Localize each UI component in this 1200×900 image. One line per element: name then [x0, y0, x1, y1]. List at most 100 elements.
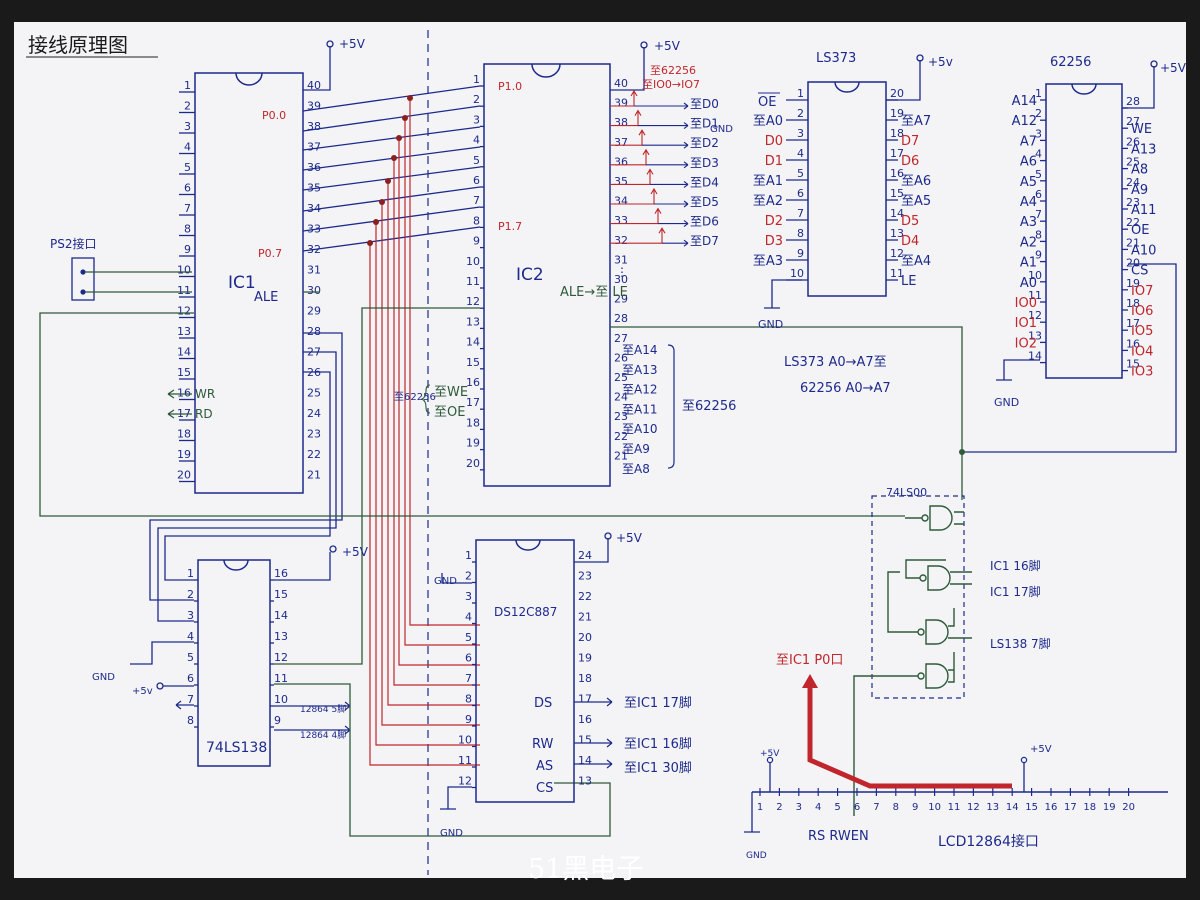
pin-number: 35	[614, 175, 628, 188]
pin-number: 21	[578, 611, 592, 624]
pin-number: 28	[1126, 95, 1140, 108]
ds-gnd-bot: GND	[440, 828, 463, 839]
pin-label: A13	[1131, 142, 1156, 157]
pin-number: 5	[473, 154, 480, 167]
pin-label: D7	[901, 134, 919, 149]
pin-label: OE	[1131, 223, 1149, 238]
pin-number: 5	[465, 631, 472, 644]
pin-number: 21	[614, 449, 628, 462]
pin-number: 28	[307, 325, 321, 338]
ic2-vcc-label: +5V	[654, 39, 681, 53]
pin-number: 12	[890, 247, 904, 260]
pin-label: A9	[1131, 183, 1148, 198]
pin-number: 22	[614, 430, 628, 443]
ic2-we-label: 至WE	[434, 385, 468, 400]
ls373-gnd: GND	[758, 318, 783, 331]
pin-number: 27	[1126, 115, 1140, 128]
lcd-pin-number: 3	[796, 802, 802, 813]
pin-number: 4	[473, 134, 480, 147]
pin-number: 6	[1035, 188, 1042, 201]
lcd-pin-number: 5	[834, 802, 840, 813]
ic1-label: IC1	[228, 273, 256, 293]
ic2-data-label: 至D0	[690, 97, 719, 111]
pin-number: 7	[187, 693, 194, 706]
pin-number: 25	[307, 387, 321, 400]
pin-number: 17	[1126, 317, 1140, 330]
lcd-pin-number: 20	[1122, 802, 1135, 813]
pin-number: 24	[1126, 176, 1140, 189]
pin-number: 2	[1035, 107, 1042, 120]
pin-number: 3	[1035, 127, 1042, 140]
pin-number: 22	[578, 590, 592, 603]
pin-number: 13	[578, 775, 592, 788]
pin-number: 1	[465, 549, 472, 562]
pin-number: 2	[473, 93, 480, 106]
pin-number: 11	[274, 672, 288, 685]
ds-to-30: 至IC1 30脚	[624, 760, 692, 776]
pin-number: 4	[797, 147, 804, 160]
ls373-oe: OE	[758, 95, 776, 110]
pin-number: 16	[466, 376, 480, 389]
pin-number: 10	[466, 255, 480, 268]
ls00-in2: IC1 17脚	[990, 584, 1041, 599]
pin-number: 6	[473, 174, 480, 187]
pin-number: 16	[890, 167, 904, 180]
pin-label: A8	[1131, 163, 1148, 178]
ls373-note1: LS373 A0→A7至	[784, 355, 887, 370]
pin-label: IO0	[1015, 296, 1037, 311]
pin-number: 15	[274, 588, 288, 601]
pin-number: 36	[307, 161, 321, 174]
pin-number: 34	[307, 202, 321, 215]
pin-label: A6	[1020, 155, 1037, 170]
pin-number: 8	[1035, 228, 1042, 241]
data-line	[646, 161, 689, 169]
pin-number: 29	[614, 293, 628, 306]
pin-number: 19	[466, 437, 480, 450]
ls00-chip: 74LS00 IC1 16脚 IC1 17脚 LS138 7脚	[853, 486, 1051, 816]
lcd-pin-number: 10	[928, 802, 941, 813]
data-line	[638, 122, 689, 130]
pin-number: 17	[466, 396, 480, 409]
ram-left-pins: 1A142A123A74A65A56A47A38A29A110A011IO012…	[1012, 87, 1046, 364]
pin-number: 18	[466, 416, 480, 429]
ds-as-label: AS	[536, 759, 553, 774]
pin-number: 39	[614, 97, 628, 110]
pin-number: 11	[177, 284, 191, 297]
pin-number: 32	[614, 234, 628, 247]
pin-label: 至A6	[901, 174, 931, 189]
pin-label: D2	[765, 214, 783, 229]
pin-number: 20	[1126, 257, 1140, 270]
pin-number: 30	[614, 273, 628, 286]
pin-label: IO1	[1015, 316, 1037, 331]
pin-number: 10	[1028, 269, 1042, 282]
pin-number: 7	[465, 672, 472, 685]
pin-number: 24	[614, 391, 628, 404]
pin-number: 26	[614, 351, 628, 364]
pin-label: WE	[1131, 122, 1152, 137]
ls00-in3: LS138 7脚	[990, 636, 1051, 651]
data-line	[654, 200, 689, 208]
ic1-p00-label: P0.0	[262, 109, 286, 122]
ic2-oe-label: 至OE	[434, 405, 465, 420]
pin-number: 16	[177, 387, 191, 400]
ds-ds-label: DS	[534, 696, 552, 711]
lcd-pin-number: 19	[1103, 802, 1116, 813]
ic1-p07-label: P0.7	[258, 247, 282, 260]
pin-number: 6	[797, 187, 804, 200]
pin-number: 19	[1126, 277, 1140, 290]
pin-number: 24	[578, 549, 592, 562]
pin-number: 2	[465, 570, 472, 583]
ls373-right-pins: 2019至A718D717D616至A615至A514D513D412至A411…	[886, 87, 931, 289]
pin-number: 1	[184, 79, 191, 92]
pin-number: 8	[465, 693, 472, 706]
lcd-sig-label: RS RWEN	[808, 829, 869, 844]
pin-label: A0	[1020, 276, 1037, 291]
pin-number: 6	[465, 652, 472, 665]
lcd-pin-number: 13	[986, 802, 999, 813]
lcd-pin-number: 12	[967, 802, 980, 813]
pin-number: 29	[307, 305, 321, 318]
